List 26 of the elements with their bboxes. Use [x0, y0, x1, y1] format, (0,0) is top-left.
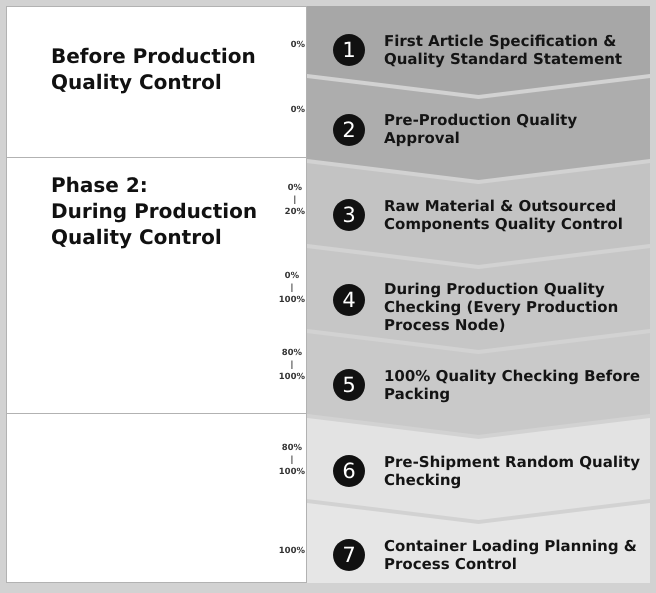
chevron-band — [307, 78, 650, 180]
chevron-band — [307, 503, 650, 583]
step-label: 100% Quality Checking Before Packing — [384, 367, 642, 403]
percentage-label: 0% — [290, 104, 305, 116]
chevron-band — [307, 333, 650, 435]
phase-heading: Phase 2: — [51, 172, 148, 198]
percentage-label: 0% | 20% — [284, 182, 305, 218]
percentage-label: 80% | 100% — [278, 347, 305, 383]
step-label: Pre-Shipment Random Quality Checking — [384, 453, 642, 489]
percentage-label: 0% | 100% — [278, 270, 305, 306]
step-label: Container Loading Planning & Process Control — [384, 537, 638, 573]
percentage-label: 100% — [278, 545, 305, 557]
phase-panel — [6, 157, 307, 414]
percentage-label: 0% — [290, 39, 305, 51]
step-label: Pre-Production Quality Approval — [384, 111, 578, 147]
chevron-band — [307, 163, 650, 265]
chevron-band — [307, 248, 650, 350]
step-label: First Article Specification & Quality Standard Statement — [384, 32, 624, 68]
phase-panel — [6, 6, 307, 158]
percentage-label: 80% | 100% — [278, 442, 305, 478]
step-label: During Production Quality Checking (Every Production Process Node) — [384, 280, 620, 334]
chevron-band — [307, 6, 650, 95]
step-label: Raw Material & Outsourced Components Quality Control — [384, 197, 624, 233]
phase-panel — [6, 413, 307, 583]
chevron-band — [307, 418, 650, 520]
phase-title: Before Production Quality Control — [51, 43, 257, 95]
